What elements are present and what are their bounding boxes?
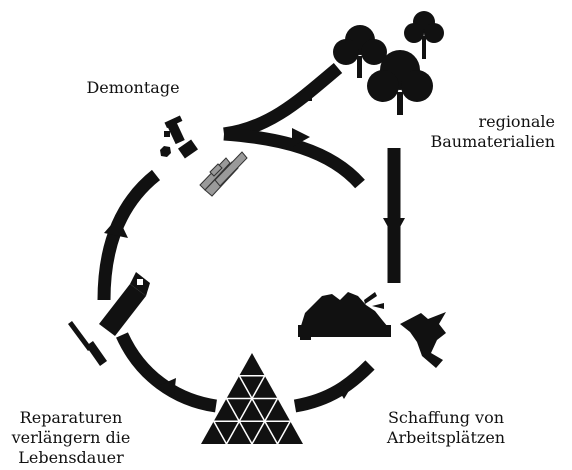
screwdriver-icon (68, 321, 107, 366)
arrow-head-left-lower (158, 378, 176, 396)
tree-icon (333, 11, 444, 115)
path-left-upper (97, 169, 161, 301)
worker-icon (400, 312, 446, 368)
label-reparaturen: Reparaturen verlängern die Lebensdauer (11, 408, 131, 467)
arrow-head-left-upper (104, 217, 128, 238)
brackets-icon (199, 151, 248, 197)
path-to-trees (223, 63, 343, 141)
arrow-head-up (295, 84, 312, 101)
triangle-pyramid-icon (201, 353, 303, 445)
label-schaffung-arbeitsplaetze: Schaffung von Arbeitsplätzen (386, 408, 506, 447)
arrow-head-right (292, 128, 310, 147)
saw-blade-icon (298, 292, 391, 340)
path-right-lower (293, 360, 375, 413)
label-regionale-baumaterialien: regionale Baumaterialien (430, 112, 555, 151)
arrow-head-down (383, 218, 405, 238)
label-demontage: Demontage (86, 78, 180, 97)
path-to-demontage (223, 127, 365, 189)
path-left-lower (116, 332, 218, 413)
arrow-head-right-lower (338, 379, 356, 399)
bolts-icon (160, 115, 198, 159)
saw-icon (99, 272, 150, 336)
